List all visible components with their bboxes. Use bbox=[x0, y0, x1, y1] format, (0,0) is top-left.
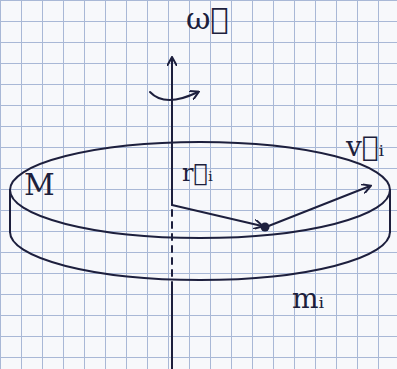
disk-side bbox=[9, 190, 11, 232]
disk-side bbox=[389, 190, 391, 232]
position-vector bbox=[172, 205, 262, 226]
mass-point bbox=[261, 223, 270, 232]
disk-bottom-edge bbox=[10, 232, 390, 280]
rotation-axis-hidden bbox=[171, 210, 173, 276]
disk-top-face bbox=[10, 142, 390, 238]
point-mass-label: mᵢ bbox=[292, 284, 324, 315]
mass-label: M bbox=[24, 168, 55, 201]
rotation-axis bbox=[171, 282, 173, 369]
omega-vector bbox=[171, 58, 173, 205]
omega-label: ω⃗ bbox=[186, 2, 228, 35]
velocity-label: v⃗ᵢ bbox=[346, 132, 384, 163]
velocity-vector bbox=[266, 186, 370, 227]
position-label: r⃗ᵢ bbox=[182, 160, 213, 186]
rotation-curl bbox=[150, 92, 198, 100]
